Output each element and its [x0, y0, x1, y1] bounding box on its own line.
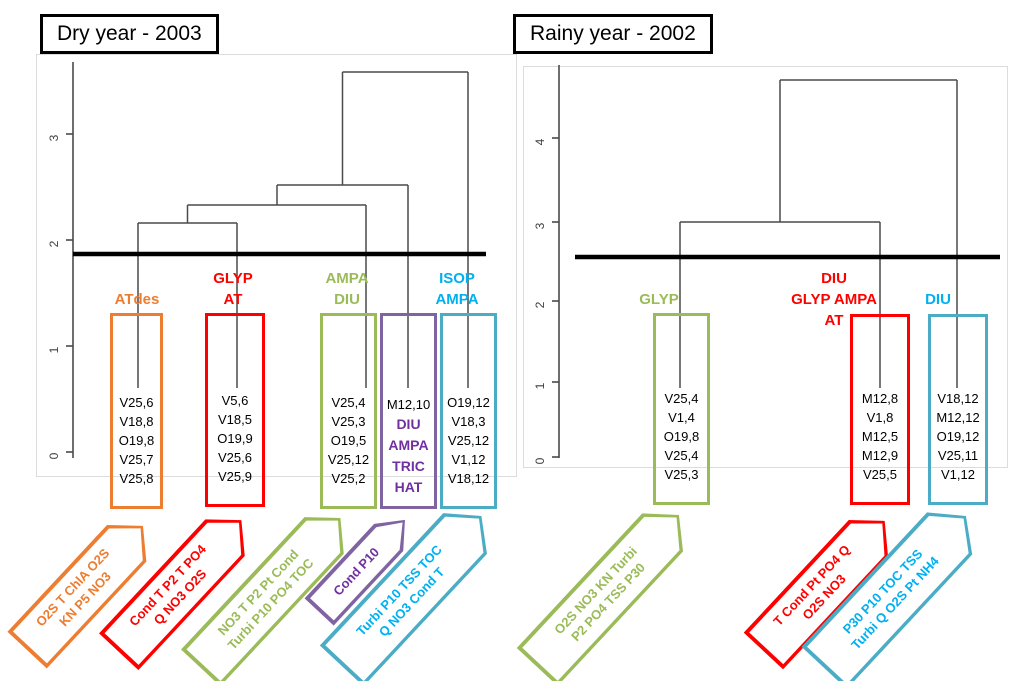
sample-label: V18,12 [937, 391, 979, 406]
axis-dry [66, 62, 74, 458]
sample-label: V25,2 [331, 471, 366, 486]
dendrogram-dry [137, 71, 469, 388]
tick-label: 2 [47, 240, 61, 247]
cluster-label-line: DIU [334, 291, 360, 308]
pesticide-label: AMPA [388, 437, 429, 453]
sample-label: M12,12 [936, 410, 980, 425]
cluster-label-atdes: ATdes [87, 289, 187, 310]
sample-label: V25,3 [664, 467, 699, 482]
sample-label: V18,8 [119, 414, 154, 429]
cluster-label-line: GLYP [213, 270, 253, 287]
sample-label: M12,8 [861, 391, 899, 406]
tick-label: 1 [533, 382, 547, 389]
pesticide-label: TRIC [392, 458, 425, 474]
sample-label: V18,5 [218, 412, 252, 427]
pesticide-label: HAT [394, 479, 423, 495]
sample-label: V25,12 [447, 433, 490, 448]
tick-label: 2 [533, 301, 547, 308]
axis-tick-labels-rainy: 0 1 2 3 4 [533, 138, 547, 464]
sample-label: V25,4 [664, 448, 699, 463]
cluster-label-isop-ampa: ISOP AMPA [407, 268, 507, 310]
title-dry-text: Dry year - 2003 [57, 22, 202, 45]
cluster-label-line: AMPA [325, 270, 369, 287]
tick-label: 3 [47, 134, 61, 141]
cluster-label-line: AMPA [435, 291, 479, 308]
tick-label: 4 [533, 138, 547, 145]
sample-label: V25,8 [119, 471, 154, 486]
tick-label: 0 [533, 457, 547, 464]
axis-tick-labels-dry: 0 1 2 3 [47, 134, 61, 459]
sample-label: V1,4 [668, 410, 695, 425]
title-rainy-text: Rainy year - 2002 [530, 22, 696, 45]
dendrogram-rainy [679, 79, 958, 388]
cluster-box-diu-ampa-tric-hat: M12,10 DIU AMPA TRIC HAT [380, 313, 437, 509]
sample-label: V5,6 [221, 393, 249, 408]
sample-label: V25,4 [331, 395, 366, 410]
sample-label: M12,10 [386, 397, 431, 412]
title-rainy: Rainy year - 2002 [513, 14, 713, 54]
sample-label: V1,8 [866, 410, 894, 425]
cluster-label-line: ATdes [114, 291, 160, 308]
cluster-label-line: GLYP AMPA [791, 291, 877, 308]
cluster-label-diu: DIU [888, 289, 988, 310]
sample-label: M12,5 [861, 429, 899, 444]
sample-label: O19,12 [936, 429, 980, 444]
cluster-box-isop-ampa: O19,12 V18,3 V25,12 V1,12 V18,12 [440, 313, 497, 509]
cluster-label-line: DIU [821, 270, 847, 287]
cluster-label-glyp: GLYP [609, 289, 709, 310]
sample-label: V1,12 [451, 452, 486, 467]
sample-label: O19,8 [118, 433, 155, 448]
cluster-label-ampa-diu: AMPA DIU [297, 268, 397, 310]
sample-label: V25,3 [331, 414, 366, 429]
cluster-box-glyp: V25,4 V1,4 O19,8 V25,4 V25,3 [653, 313, 710, 505]
sample-label: M12,9 [861, 448, 899, 463]
title-dry: Dry year - 2003 [40, 14, 219, 54]
cluster-label-line: GLYP [639, 291, 679, 308]
axis-rainy [552, 65, 560, 458]
sample-label: V25,4 [664, 391, 699, 406]
sample-label: V25,6 [218, 450, 252, 465]
sample-label: V18,12 [447, 471, 490, 486]
tick-label: 1 [47, 346, 61, 353]
sample-label: O19,5 [330, 433, 367, 448]
sample-label: O19,8 [663, 429, 700, 444]
cluster-box-diu-glyp-ampa-at: M12,8 V1,8 M12,5 M12,9 V25,5 [850, 314, 910, 505]
sample-label: O19,12 [447, 395, 490, 410]
cluster-box-diu: V18,12 M12,12 O19,12 V25,11 V1,12 [928, 314, 988, 505]
cluster-label-glyp-at: GLYP AT [183, 268, 283, 310]
cluster-box-ampa-diu: V25,4 V25,3 O19,5 V25,12 V25,2 [320, 313, 377, 509]
sample-label: V25,9 [218, 469, 252, 484]
sample-label: V25,6 [119, 395, 154, 410]
cluster-label-line: DIU [925, 291, 951, 308]
sample-label: V25,11 [937, 448, 979, 463]
sample-label: V18,3 [451, 414, 486, 429]
cluster-label-line: ISOP [439, 270, 475, 287]
sample-label: V25,5 [863, 467, 897, 482]
sample-label: V25,7 [119, 452, 154, 467]
pesticide-label: DIU [396, 416, 421, 432]
cluster-label-line: AT [824, 312, 844, 329]
tick-label: 0 [47, 452, 61, 459]
sample-label: V25,12 [327, 452, 370, 467]
sample-label: O19,9 [217, 431, 253, 446]
cluster-box-glyp-at: V5,6 V18,5 O19,9 V25,6 V25,9 [205, 313, 265, 507]
panel-frame-dry [36, 54, 517, 477]
cluster-box-atdes: V25,6 V18,8 O19,8 V25,7 V25,8 [110, 313, 163, 509]
panel-frame-rainy [523, 66, 1008, 468]
tick-label: 3 [533, 222, 547, 229]
cluster-label-diu-glyp-ampa-at: DIU GLYP AMPA AT [764, 268, 904, 331]
cluster-label-line: AT [223, 291, 243, 308]
sample-label: V1,12 [941, 467, 975, 482]
